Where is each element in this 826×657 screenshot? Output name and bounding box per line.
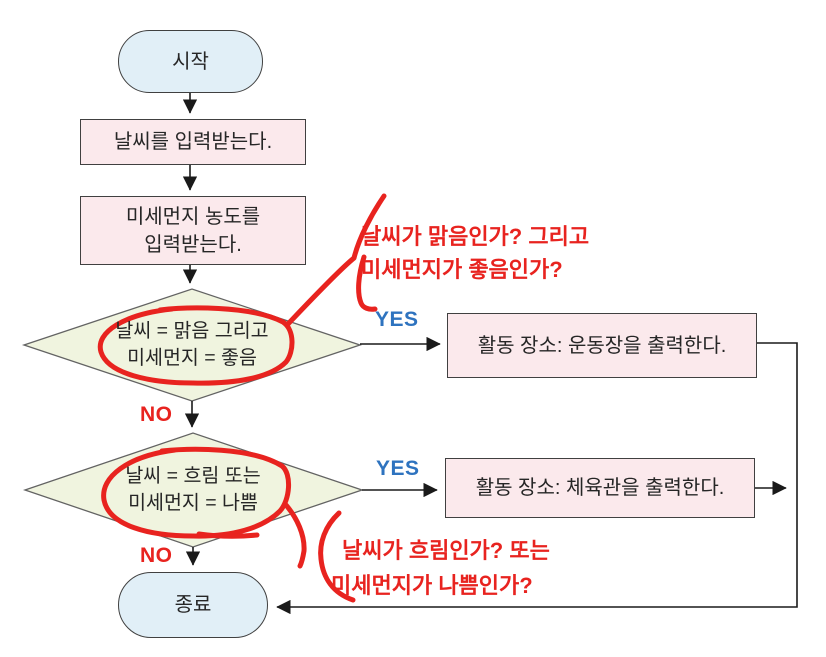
annotation2-line2: 미세먼지가 나쁨인가? [331, 573, 533, 598]
process-input-dust-label-line1: 미세먼지 농도를 [125, 205, 261, 228]
end-node-label: 종료 [174, 594, 212, 616]
process-output-gym-label: 활동 장소: 체육관을 출력한다. [475, 477, 725, 499]
process-output-playground-label: 활동 장소: 운동장을 출력한다. [477, 334, 727, 357]
process-output-gym: 활동 장소: 체육관을 출력한다. [445, 458, 755, 518]
return-line-output-playground-to-end [276, 342, 798, 615]
red-oval-decision2 [101, 446, 291, 539]
red-brace-annotation2 [318, 510, 356, 603]
red-underline-decision2 [196, 531, 260, 539]
red-brace-annotation1-lower [356, 254, 378, 312]
decision1-text: 날씨 = 맑음 그리고 미세먼지 = 좋음 [72, 317, 312, 373]
red-oval-decision1 [97, 305, 295, 386]
decision2-label-line2: 미세먼지 = 나쁨 [128, 492, 258, 514]
start-node-label: 시작 [172, 50, 209, 73]
decision1-yes-label: YES [375, 308, 419, 331]
annotation1-line2: 미세먼지가 좋음인가? [361, 257, 563, 282]
red-tail-decision2-to-annotation2 [283, 502, 307, 569]
process-input-dust: 미세먼지 농도를 입력받는다. [80, 196, 306, 265]
process-input-dust-label-line2: 입력받는다. [144, 233, 242, 256]
decision2-yes-label: YES [376, 457, 420, 480]
annotation2-line1: 날씨가 흐림인가? 또는 [342, 538, 550, 563]
annotation1-line1: 날씨가 맑음인가? 그리고 [361, 224, 590, 249]
process-output-playground: 활동 장소: 운동장을 출력한다. [447, 313, 757, 378]
start-node: 시작 [118, 30, 263, 93]
decision1-label-line1: 날씨 = 맑음 그리고 [115, 320, 269, 342]
red-brace-annotation1-upper [285, 193, 387, 327]
decision1-label-line2: 미세먼지 = 좋음 [127, 347, 257, 369]
decision2-label-line1: 날씨 = 흐림 또는 [125, 465, 261, 487]
decision1-no-label: NO [140, 403, 173, 426]
decision2-text: 날씨 = 흐림 또는 미세먼지 = 나쁨 [73, 462, 313, 518]
decision2-no-label: NO [140, 544, 173, 567]
end-node: 종료 [118, 572, 268, 638]
process-input-weather: 날씨를 입력받는다. [80, 119, 306, 165]
process-input-weather-label: 날씨를 입력받는다. [113, 131, 273, 153]
